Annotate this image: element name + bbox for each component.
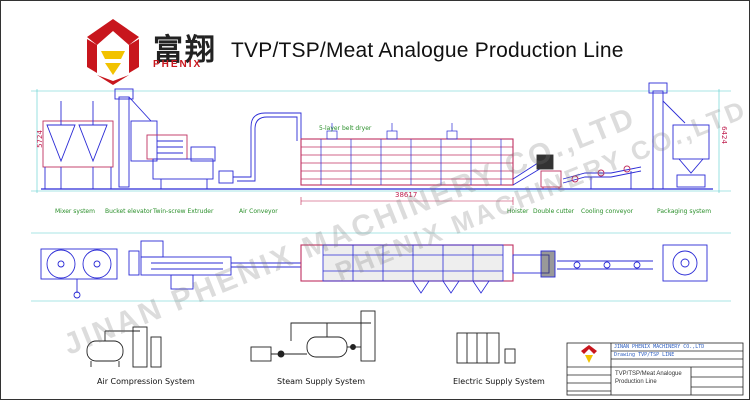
title-block-logo-icon [581, 345, 597, 363]
label-belt-dryer: 5-layer belt dryer [319, 125, 372, 132]
phenix-logo-icon [87, 19, 139, 85]
dimension-marks [300, 197, 514, 205]
cooling-plan [512, 250, 653, 278]
caption-air-compression: Air Compression System [97, 377, 195, 386]
packaging-system-elevation [648, 82, 710, 190]
caption-electric-supply: Electric Supply System [453, 377, 545, 386]
steam-supply-drawing [250, 310, 376, 362]
label-twin-screw-extruder: Twin-screw Extruder [153, 208, 214, 215]
conveyor-plan [231, 262, 301, 268]
label-hoister: Hoister [507, 208, 529, 215]
label-mixer-system: Mixer system [55, 208, 95, 215]
elevation-guides [31, 89, 731, 193]
label-cooling-conveyor: Cooling conveyor [581, 208, 634, 215]
belt-dryer-elevation [300, 123, 514, 186]
height-dimension-left: 5724 [35, 130, 44, 148]
mixer-system-elevation [42, 101, 114, 189]
label-bucket-elevator: Bucket elevator [105, 208, 153, 215]
extruder-elevation [146, 134, 216, 189]
air-compression-drawing [86, 326, 162, 368]
mixer-plan [40, 248, 118, 299]
caption-steam-supply: Steam Supply System [277, 377, 366, 386]
title-block-name-line1: TVP/TSP/Meat Analogue [615, 371, 682, 377]
brand-english-name: PHENIX [153, 59, 203, 70]
title-block-drawing: Drawing TVP/TSP LINE [614, 352, 675, 358]
plan-view [31, 232, 731, 302]
title-block-name-line2: Production Line [615, 379, 657, 385]
electric-supply-drawing [456, 332, 516, 364]
extruder-plan [128, 240, 232, 290]
page-title: TVP/TSP/Meat Analogue Production Line [231, 39, 624, 62]
title-block-frame [566, 342, 744, 396]
double-cutter-elevation [540, 170, 562, 189]
air-conveyor-elevation [218, 112, 302, 184]
cooling-conveyor-elevation [562, 165, 642, 189]
packaging-plan [662, 244, 708, 282]
title-block-company: JINAN PHENIX MACHINERY CO.,LTD [614, 344, 705, 350]
label-packaging-system: Packaging system [657, 208, 712, 215]
dryer-plan [300, 244, 514, 294]
brand-chinese-name: 富翔 [153, 33, 217, 68]
length-dimension: 38617 [395, 191, 418, 199]
hoister-elevation [512, 154, 554, 186]
bucket-elevator-elevation [114, 88, 158, 188]
label-double-cutter: Double cutter [533, 208, 575, 215]
label-air-conveyor: Air Conveyor [239, 208, 278, 215]
